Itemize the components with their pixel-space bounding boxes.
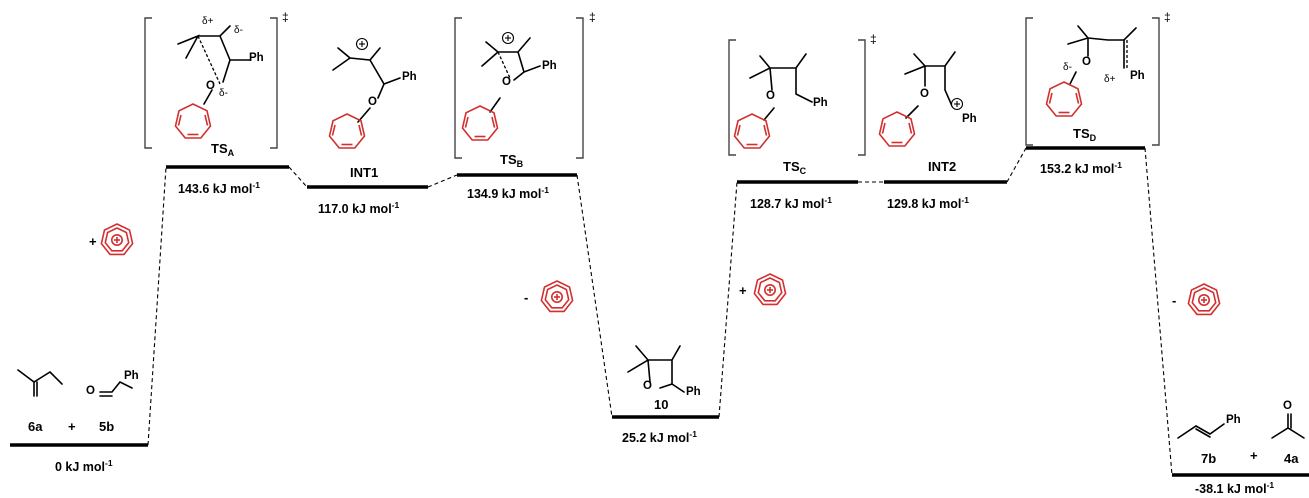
int2-structure — [878, 51, 964, 147]
energy-tsc: 128.7 kJ mol-1 — [750, 195, 832, 211]
double-dagger: ‡ — [282, 10, 289, 24]
connector — [576, 174, 613, 418]
double-dagger: ‡ — [870, 32, 877, 46]
atom-o: O — [368, 96, 377, 108]
label-tsd: TSD — [1073, 126, 1097, 143]
atom-o: O — [1082, 56, 1091, 68]
label-tsa: TSA — [211, 141, 235, 158]
connector — [1006, 147, 1027, 183]
energy-10: 25.2 kJ mol-1 — [622, 429, 697, 445]
label-7b: 7b — [1201, 451, 1217, 466]
tropylium-icon — [540, 280, 574, 313]
connector — [147, 166, 167, 446]
bracket-tsa — [144, 17, 278, 149]
atom-ph: Ph — [962, 113, 977, 125]
label-int1: INT1 — [350, 165, 379, 180]
plus-sign: + — [739, 283, 747, 298]
double-dagger: ‡ — [1164, 10, 1171, 24]
bracket-tsd — [1025, 17, 1160, 146]
energy-end: -38.1 kJ mol-1 — [1195, 480, 1275, 496]
atom-o: O — [502, 76, 511, 88]
connector — [427, 174, 458, 188]
atom-ph: Ph — [402, 71, 417, 83]
product-structures — [1177, 413, 1305, 439]
atom-ph: Ph — [249, 52, 264, 64]
partial-charge: δ+ — [1104, 74, 1116, 85]
atom-o: O — [643, 380, 652, 392]
energy-int1: 117.0 kJ mol-1 — [318, 200, 400, 216]
label-4a: 4a — [1284, 451, 1299, 466]
reactant-structures — [17, 369, 133, 397]
atom-o: O — [766, 90, 775, 102]
tsa-structure — [174, 25, 251, 139]
tsd-structure — [1045, 25, 1137, 117]
bracket-tsc — [728, 39, 866, 156]
partial-charge: δ+ — [202, 16, 214, 27]
tropylium-icon — [1187, 283, 1221, 316]
plus-sign: + — [89, 234, 97, 249]
double-dagger: ‡ — [589, 10, 596, 24]
energy-start: 0 kJ mol-1 — [55, 458, 113, 474]
bracket-tsb — [454, 17, 584, 159]
connector — [718, 181, 738, 418]
atom-ph: Ph — [542, 60, 557, 72]
partial-charge: δ- — [1063, 62, 1072, 73]
label-5b: 5b — [99, 419, 115, 434]
plus-sign: + — [1250, 448, 1258, 463]
minus-sign: - — [524, 290, 529, 305]
atom-ph: Ph — [813, 97, 828, 109]
energy-tsb: 134.9 kJ mol-1 — [467, 185, 549, 201]
label-6a: 6a — [28, 419, 43, 434]
tropylium-icon — [100, 223, 134, 256]
atom-ph: Ph — [686, 386, 701, 398]
label-tsc: TSC — [783, 159, 807, 176]
atom-o: O — [206, 80, 215, 92]
connector — [288, 166, 308, 188]
plus-sign: + — [68, 419, 76, 434]
atom-o: O — [920, 88, 929, 100]
tsb-structure — [461, 31, 541, 141]
atom-ph: Ph — [1226, 414, 1241, 426]
partial-charge: δ- — [234, 25, 243, 36]
atom-ph: Ph — [124, 370, 139, 382]
energy-int2: 129.8 kJ mol-1 — [887, 195, 969, 211]
atom-o: O — [86, 385, 95, 397]
label-tsb: TSB — [500, 152, 524, 169]
energy-tsd: 153.2 kJ mol-1 — [1040, 160, 1122, 176]
int1-structure — [328, 37, 401, 149]
partial-charge: δ- — [219, 88, 228, 99]
tropylium-icon — [753, 273, 787, 306]
atom-o: O — [1283, 400, 1292, 412]
minus-sign: - — [1172, 293, 1177, 308]
atom-ph: Ph — [1130, 70, 1145, 82]
energy-tsa: 143.6 kJ mol-1 — [178, 180, 260, 196]
label-10: 10 — [654, 397, 669, 412]
tsc-structure — [733, 53, 813, 149]
label-int2: INT2 — [928, 159, 957, 174]
p10-structure — [627, 345, 685, 393]
connector — [1144, 147, 1173, 476]
